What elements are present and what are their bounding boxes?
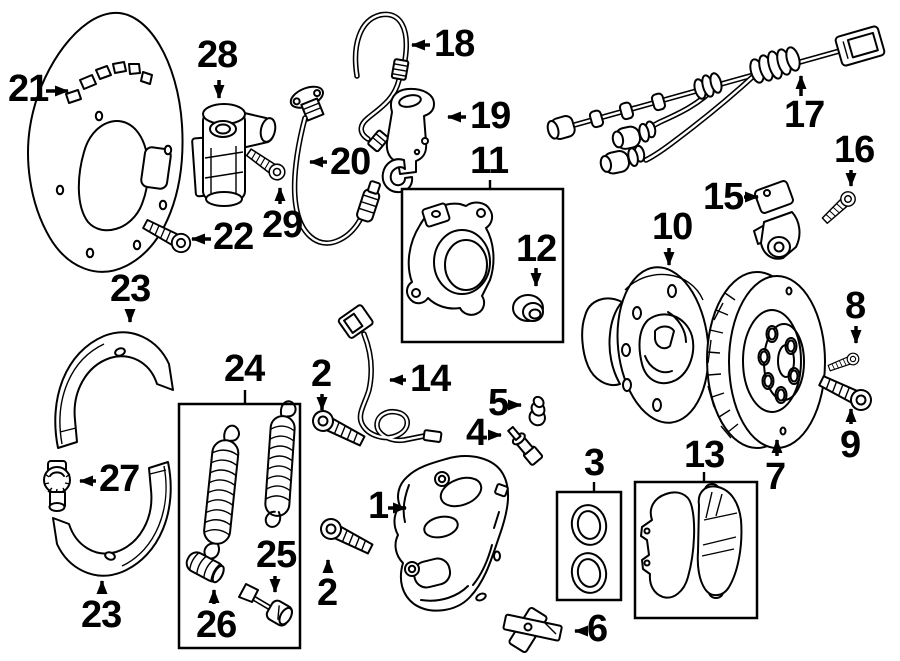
callout-6[interactable]: 6 — [587, 608, 608, 650]
caliper-adapter-kit-box — [400, 187, 565, 344]
brake-caliper-drawing — [393, 455, 509, 612]
pad-wear-sensor-drawing — [337, 304, 443, 444]
callout-7[interactable]: 7 — [765, 456, 786, 498]
splash-shield-drawing — [27, 11, 184, 273]
brake-pipe-drawing — [352, 11, 410, 153]
pad-clip-drawing — [502, 607, 563, 653]
caliper-adapter-drawing — [406, 201, 495, 316]
brake-shoe-lower-drawing — [52, 461, 172, 577]
callout-9[interactable]: 9 — [840, 424, 861, 466]
actuator-bolt-29-drawing — [243, 145, 289, 184]
brake-hose-drawing — [289, 85, 381, 246]
return-spring-right-drawing — [264, 400, 297, 528]
brake-pad-kit-box — [633, 480, 759, 620]
hose-bracket-drawing — [381, 87, 435, 194]
callout-2-lower[interactable]: 2 — [317, 572, 338, 614]
callout-19[interactable]: 19 — [470, 95, 511, 137]
bleeder-cap-drawing — [528, 395, 546, 427]
callout-20[interactable]: 20 — [330, 141, 371, 183]
callout-2-upper[interactable]: 2 — [311, 353, 332, 395]
callout-27[interactable]: 27 — [99, 458, 140, 500]
seal-kit-box — [555, 490, 623, 602]
return-spring-left-drawing — [203, 424, 240, 560]
caliper-bolt-9-drawing — [816, 370, 876, 415]
set-screw-8-drawing — [826, 350, 862, 375]
sensor-bolt-16-drawing — [819, 188, 859, 227]
shoe-adjuster-drawing — [43, 460, 71, 512]
callout-16[interactable]: 16 — [834, 129, 875, 171]
callout-29[interactable]: 29 — [262, 204, 303, 246]
callout-23-upper[interactable]: 23 — [110, 268, 151, 310]
brake-rotor-drawing — [706, 271, 826, 449]
leader-arrows — [46, 39, 862, 637]
callout-8[interactable]: 8 — [845, 285, 866, 327]
callout-14[interactable]: 14 — [410, 358, 451, 400]
cap-12-drawing — [512, 294, 544, 322]
callout-23-lower[interactable]: 23 — [81, 594, 122, 636]
callout-26[interactable]: 26 — [196, 604, 237, 646]
callout-5[interactable]: 5 — [488, 382, 509, 424]
callout-28[interactable]: 28 — [197, 34, 238, 76]
callout-21[interactable]: 21 — [8, 68, 49, 110]
callout-25[interactable]: 25 — [256, 534, 297, 576]
callout-17[interactable]: 17 — [784, 94, 825, 136]
guide-bolt-2-lower-drawing — [316, 514, 376, 559]
wheel-speed-sensor-drawing — [753, 180, 801, 260]
callout-22[interactable]: 22 — [213, 216, 254, 258]
hold-down-spring-26-drawing — [185, 551, 225, 584]
callout-12[interactable]: 12 — [516, 228, 557, 270]
callout-1[interactable]: 1 — [368, 485, 389, 527]
callout-18[interactable]: 18 — [434, 23, 475, 65]
callout-11[interactable]: 11 — [470, 140, 509, 182]
callout-10[interactable]: 10 — [652, 206, 693, 248]
callout-13[interactable]: 13 — [684, 434, 725, 476]
shoe-hardware-kit-box — [177, 400, 302, 650]
callout-15[interactable]: 15 — [703, 176, 744, 218]
wheel-speed-sensor-harness-drawing — [546, 25, 886, 175]
wheel-hub-drawing — [581, 266, 710, 424]
brake-shoe-upper-drawing — [54, 331, 174, 449]
callout-24[interactable]: 24 — [224, 348, 265, 390]
callout-4[interactable]: 4 — [466, 412, 487, 454]
callout-3[interactable]: 3 — [584, 442, 605, 484]
hold-down-pin-25-drawing — [238, 583, 293, 627]
parking-brake-actuator-drawing — [191, 103, 277, 207]
bleeder-valve-drawing — [507, 425, 544, 466]
